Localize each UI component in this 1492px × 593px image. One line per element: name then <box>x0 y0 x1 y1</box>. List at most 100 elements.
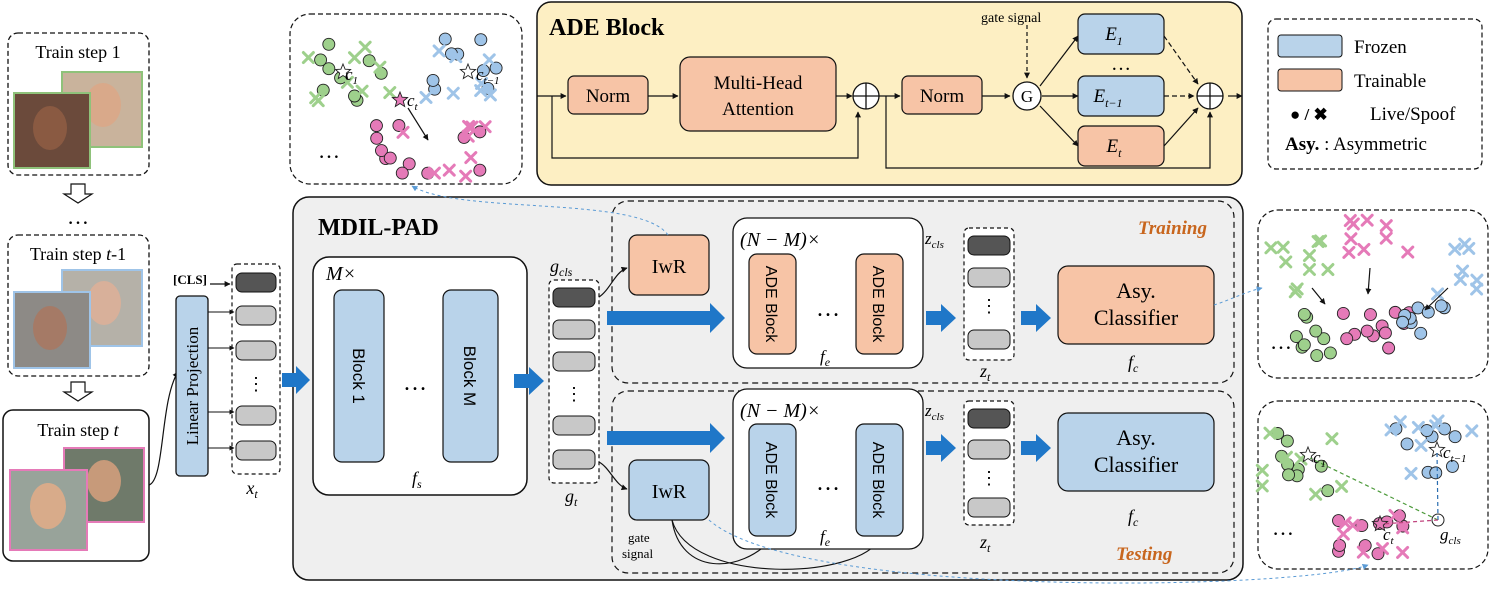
live-point <box>1336 307 1350 320</box>
ade-block-training-2 <box>855 253 904 355</box>
dotted-link-to-top-space <box>411 185 669 236</box>
spoof-point <box>462 119 476 133</box>
live-point <box>438 32 452 46</box>
g-cls-label: gcls <box>550 256 573 279</box>
spoof-point <box>1263 426 1277 440</box>
iwr-testing-box <box>628 459 710 521</box>
push-arrow <box>1311 287 1326 305</box>
norm-1-box <box>567 75 649 115</box>
z-t-training-label: zt <box>979 361 991 384</box>
g-t-label: gt <box>565 486 578 509</box>
expert-ellipsis: … <box>1111 53 1131 75</box>
push-arrow <box>1365 267 1372 295</box>
g-cls-token <box>552 287 596 308</box>
f-s-label: fs <box>412 468 422 491</box>
blue-arrow-to-z-testing <box>926 434 956 462</box>
spoof-point <box>1375 542 1389 556</box>
training-label: Training <box>1138 218 1207 239</box>
live-point <box>1445 459 1459 473</box>
ade-block-title: ADE Block <box>549 15 665 41</box>
live-point <box>1382 341 1396 355</box>
spoof-point <box>301 51 315 65</box>
spoof-point <box>464 151 478 165</box>
blue-arrow-to-g <box>514 367 544 395</box>
spoof-point <box>482 53 496 67</box>
face-step1-back <box>85 83 121 127</box>
spoof-point <box>1360 213 1374 227</box>
spoof-point <box>449 50 463 64</box>
prototype-star <box>1371 514 1389 532</box>
mha-line2: Attention <box>722 99 794 120</box>
x-t-label: xt <box>245 478 258 501</box>
spoof-point <box>483 88 497 102</box>
spoof-point <box>1411 420 1425 434</box>
f-e-testing-label: fe <box>820 527 831 549</box>
ade-block-training-1-label: ADE Block <box>762 266 779 343</box>
spoof-point <box>1276 240 1290 254</box>
spoof-point <box>1288 285 1302 299</box>
legend-asy-label: Asy. : Asymmetric <box>1285 134 1427 155</box>
train-step-column: Train step 1 … Train step t-1 Train step… <box>2 32 150 562</box>
feature-space-testing-panel: … <box>1257 400 1489 570</box>
distance-line <box>1381 519 1439 525</box>
fs-training-ellipsis: … <box>1270 329 1292 354</box>
spoof-point <box>1314 234 1328 248</box>
blue-arrow-to-classifier-training <box>1021 304 1051 332</box>
gate-signal-testing-line1: gate <box>628 530 650 545</box>
ade-block-testing-1-label: ADE Block <box>762 442 779 519</box>
spoof-point <box>1279 255 1293 269</box>
spoof-point <box>358 40 372 54</box>
asy-classifier-training-line2: Classifier <box>1094 305 1179 330</box>
expert-et-box <box>1077 125 1165 167</box>
down-arrow-1 <box>61 183 95 204</box>
spoof-point <box>1448 242 1462 256</box>
c1-label-top: c1 <box>345 65 358 87</box>
linear-projection-label: Linear Projection <box>183 326 202 445</box>
mha-line1: Multi-Head <box>714 73 803 94</box>
spoof-point <box>1344 232 1358 246</box>
g-token <box>552 449 596 470</box>
live-point <box>1414 326 1428 340</box>
live-point <box>1282 468 1296 482</box>
m-times-label: M× <box>325 263 356 285</box>
push-arrow <box>407 107 429 141</box>
live-point <box>322 62 336 76</box>
spoof-point <box>1335 479 1349 493</box>
spoof-point <box>1356 545 1370 559</box>
g-token <box>552 415 596 436</box>
live-point <box>1340 332 1354 346</box>
ade-training-ellipsis: … <box>816 296 840 322</box>
gate-node <box>1012 81 1042 111</box>
f-c-training-label: fc <box>1128 352 1139 375</box>
ade-block-training-1 <box>748 253 797 355</box>
spoof-point <box>1264 241 1278 255</box>
block-1 <box>333 289 385 463</box>
live-point <box>1429 466 1443 480</box>
spoof-point <box>373 60 387 74</box>
expert-et-label: Et <box>1106 136 1123 160</box>
live-point <box>1309 324 1323 338</box>
spoof-point <box>348 51 362 65</box>
spoof-point <box>1379 219 1393 233</box>
live-point <box>395 166 409 180</box>
z-cls-testing-label: zcls <box>924 401 944 423</box>
prototype-star <box>1299 445 1317 463</box>
ade-block-testing-2 <box>855 423 904 537</box>
face-step1-front <box>33 106 67 150</box>
spoof-point <box>1346 518 1360 532</box>
ade-testing-ellipsis: … <box>816 470 840 496</box>
spoof-point <box>1302 263 1316 276</box>
z-cls-token <box>967 235 1011 256</box>
spoof-point <box>419 90 433 104</box>
ct-label-top: ct <box>407 91 419 113</box>
spoof-point <box>465 120 479 134</box>
live-point <box>1421 305 1435 319</box>
block-m-label: Block M <box>460 346 479 406</box>
spoof-point <box>442 163 456 177</box>
spoof-point <box>1453 273 1467 287</box>
spoof-point <box>1396 545 1410 559</box>
expert-e1-label: E1 <box>1104 24 1123 48</box>
push-arrow <box>1424 287 1449 311</box>
legend-frozen-label: Frozen <box>1354 37 1407 58</box>
legend-live-spoof-symbols: ● / ✖ <box>1290 105 1328 124</box>
